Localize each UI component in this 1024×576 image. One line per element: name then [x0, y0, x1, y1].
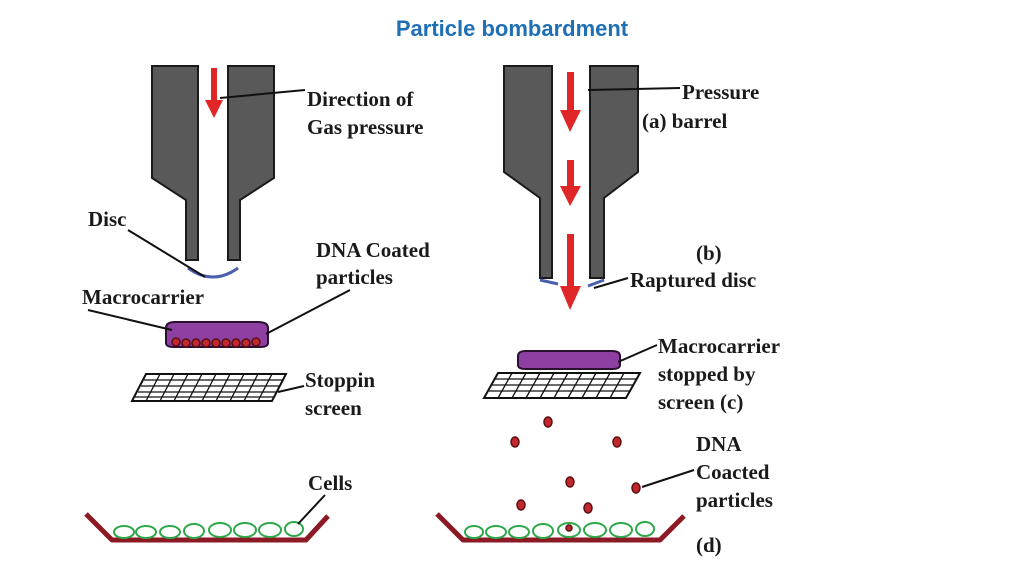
label-stoppin: Stoppin [305, 368, 375, 392]
label-particles-right: particles [696, 488, 773, 512]
label-screen-c: screen (c) [658, 390, 743, 414]
label-b: (b) [696, 241, 722, 265]
left-macrocarrier [165, 321, 269, 348]
left-disc [187, 266, 239, 279]
left-barrel-right-wall [227, 65, 275, 261]
right-gas-arrow-3 [560, 234, 581, 310]
label-a-barrel: (a) barrel [642, 109, 727, 133]
label-pressure: Pressure [682, 80, 759, 104]
left-barrel-left-wall [151, 65, 199, 261]
label-gas-pressure: Gas pressure [307, 115, 423, 139]
leader-macrocarrier [87, 309, 173, 331]
right-ruptured-disc-left [539, 278, 559, 286]
label-particles: particles [316, 265, 393, 289]
label-stopped-by: stopped by [658, 362, 756, 386]
label-disc: Disc [88, 207, 127, 231]
particle-in-cell [565, 524, 573, 532]
leader-dna-coated [265, 289, 351, 335]
right-ruptured-disc-right [587, 278, 605, 288]
left-cells [113, 521, 304, 539]
right-flying-particles [510, 416, 641, 514]
right-gas-arrow-1 [560, 72, 581, 132]
leader-stopping [277, 385, 305, 393]
label-raptured-disc: Raptured disc [630, 268, 756, 292]
left-gas-arrow [205, 68, 223, 118]
label-screen: screen [305, 396, 362, 420]
left-cell-dish [84, 512, 330, 543]
left-macrocarrier-particles [171, 337, 261, 348]
label-dna-right: DNA [696, 432, 742, 456]
right-barrel-left-wall [503, 65, 553, 279]
leader-cells [297, 494, 326, 525]
label-macrocarrier-right: Macrocarrier [658, 334, 780, 358]
leader-pressure [587, 87, 681, 91]
right-cells [464, 521, 655, 539]
right-gas-arrow-2 [560, 160, 581, 206]
left-stopping-screen [130, 373, 288, 402]
right-barrel-right-wall [589, 65, 639, 279]
right-gun [503, 65, 639, 310]
leader-ruptured-disc [593, 277, 629, 289]
leader-direction [219, 89, 306, 99]
label-coacted: Coacted [696, 460, 770, 484]
label-macrocarrier: Macrocarrier [82, 285, 204, 309]
label-d: (d) [696, 533, 722, 557]
leader-macro-stopped [617, 344, 658, 363]
label-dna-coated: DNA Coated [316, 238, 430, 262]
leader-disc [127, 229, 206, 278]
right-macrocarrier [517, 350, 621, 370]
label-cells: Cells [308, 471, 352, 495]
page-title: Particle bombardment [395, 16, 629, 41]
right-cell-dish [435, 512, 686, 543]
leader-dna-coacted [641, 469, 695, 488]
right-stopping-screen [482, 372, 642, 399]
left-gun [151, 65, 275, 279]
label-direction-of: Direction of [307, 87, 414, 111]
